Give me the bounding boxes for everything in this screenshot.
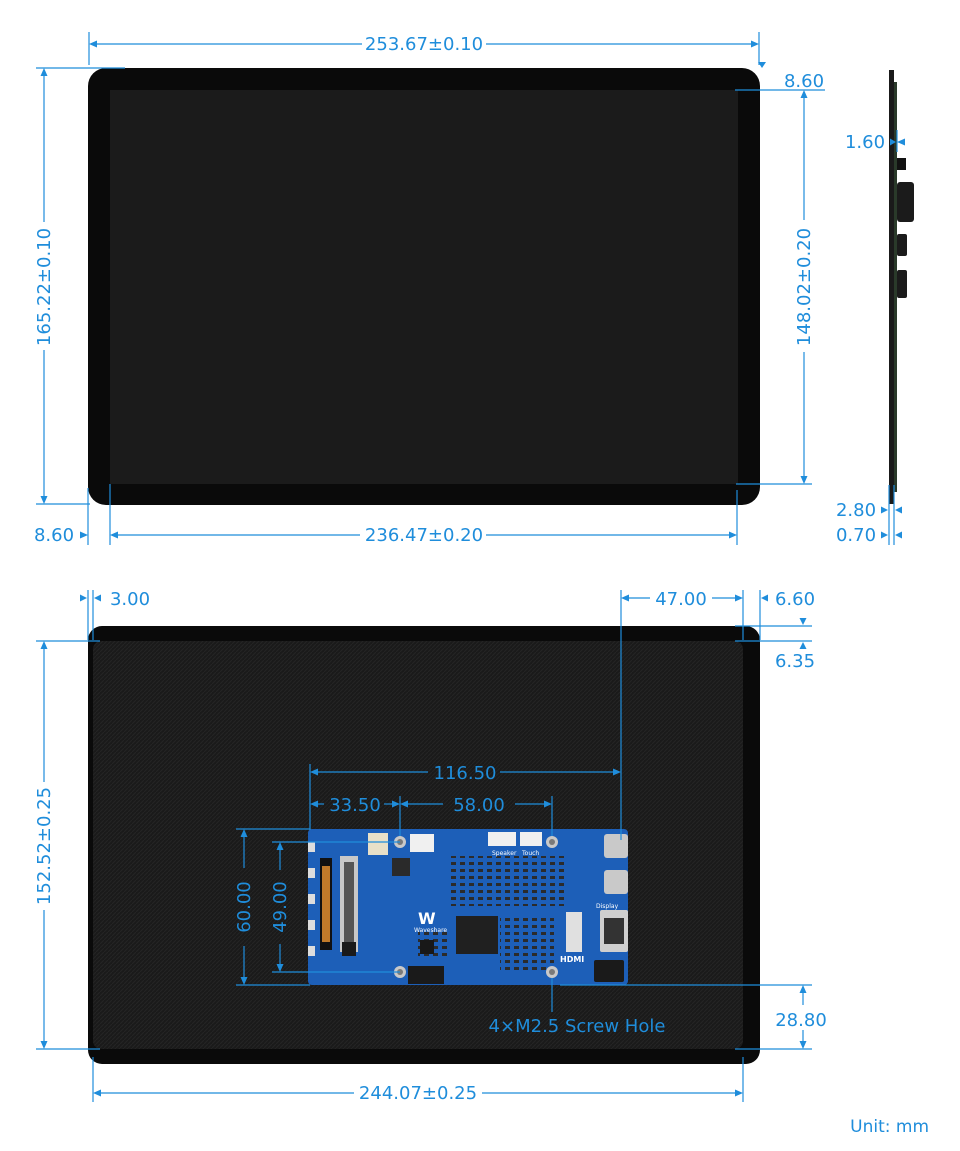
silk-display: Display [596, 903, 619, 910]
dim-back-connector-span: 116.50 [309, 763, 621, 830]
dim-back-port-to-edge: 47.00 [620, 589, 744, 840]
side-connector-usb-2 [897, 270, 907, 298]
fpc-lower [342, 942, 356, 956]
dim-back-hole-spacing: 33.50 58.00 [310, 795, 553, 836]
small-chip [420, 940, 434, 954]
dim-front-active-height: 148.02±0.20 [736, 90, 815, 485]
front-top-bezel-label: 8.60 [784, 71, 824, 92]
front-active-height-label: 148.02±0.20 [794, 228, 815, 346]
back-view: Speaker Touch Display HDMI W Waveshare 3… [34, 589, 827, 1104]
side-button-1 [308, 842, 315, 852]
silk-touch: Touch [521, 850, 539, 857]
dim-back-board-height: 60.00 49.00 [234, 828, 400, 986]
inductor [392, 858, 410, 876]
silk-brand: Waveshare [414, 927, 447, 934]
back-hole-spacing-large-label: 58.00 [453, 795, 505, 816]
back-board-height-inner-label: 49.00 [270, 881, 291, 933]
side-connector-usb-1 [897, 234, 907, 256]
side-button-4 [308, 920, 315, 930]
dim-side-bottom: 2.80 0.70 [836, 485, 902, 546]
dim-back-left-offset: 3.00 [80, 589, 150, 640]
top-component [368, 833, 388, 855]
side-button-2 [308, 868, 315, 878]
front-overall-height-label: 165.22±0.10 [34, 228, 55, 346]
silk-hdmi: HDMI [560, 955, 584, 964]
top-connector-small [410, 834, 434, 852]
back-port-to-edge-label: 47.00 [655, 589, 707, 610]
side-panel [889, 70, 894, 504]
brand-logo: W [418, 909, 436, 928]
dim-back-right-offset: 6.60 [759, 589, 815, 640]
dim-back-height: 152.52±0.25 [34, 640, 100, 1050]
dim-front-overall-width: 253.67±0.10 [88, 32, 760, 65]
side-button-3 [308, 894, 315, 904]
dim-front-left-bezel: 8.60 [34, 484, 111, 546]
back-top-offset-label: 6.35 [775, 651, 815, 672]
front-left-bezel-label: 8.60 [34, 525, 74, 546]
unit-label: Unit: mm [850, 1117, 929, 1137]
fpc-connector-3 [322, 866, 330, 942]
side-glass-offset-label: 0.70 [836, 525, 876, 546]
dim-side-pcb-thickness: 1.60 [845, 130, 905, 153]
display-fpc [566, 912, 582, 952]
dim-front-active-width: 236.47±0.20 [110, 490, 738, 546]
front-active-width-label: 236.47±0.20 [365, 525, 483, 546]
pin-header [408, 966, 444, 984]
dim-front-overall-height: 165.22±0.10 [34, 67, 125, 505]
component-field-2 [500, 918, 554, 974]
dim-back-width: 244.07±0.25 [92, 1057, 744, 1104]
driver-board: Speaker Touch Display HDMI W Waveshare [308, 829, 628, 985]
usb-port-2 [604, 870, 628, 894]
usb-port-1 [604, 834, 628, 858]
side-bottom-offset-label: 2.80 [836, 500, 876, 521]
back-right-offset-label: 6.60 [775, 589, 815, 610]
dim-back-top-offset: 6.35 [735, 618, 815, 672]
screw-hole-note: 4×M2.5 Screw Hole [489, 1016, 666, 1037]
side-pcb-thickness-label: 1.60 [845, 132, 885, 153]
back-height-label: 152.52±0.25 [34, 787, 55, 905]
back-hole-to-bottom-label: 28.80 [775, 1010, 827, 1031]
speaker-connector [488, 832, 516, 846]
touch-connector [520, 832, 542, 846]
audio-jack [594, 960, 624, 982]
back-hole-spacing-small-label: 33.50 [329, 795, 381, 816]
back-board-height-outer-label: 60.00 [234, 881, 255, 933]
side-button-5 [308, 946, 315, 956]
front-screen [110, 90, 738, 484]
back-left-offset-label: 3.00 [110, 589, 150, 610]
side-pcb [894, 82, 897, 492]
dim-front-top-bezel: 8.60 [735, 62, 825, 92]
silk-speaker: Speaker [492, 850, 517, 857]
hdmi-port-inner [604, 918, 624, 944]
side-connector-top [897, 158, 906, 170]
main-chip [456, 916, 498, 954]
dim-back-hole-to-bottom: 28.80 [560, 984, 827, 1050]
side-connector-hdmi [897, 182, 914, 222]
fpc-connector-2-inner [344, 862, 354, 946]
back-connector-span-label: 116.50 [434, 763, 497, 784]
side-view: 1.60 2.80 0.70 [836, 70, 914, 546]
back-width-label: 244.07±0.25 [359, 1083, 477, 1104]
front-overall-width-label: 253.67±0.10 [365, 34, 483, 55]
screw-hole-callout: 4×M2.5 Screw Hole [489, 978, 666, 1037]
component-field-1 [448, 856, 568, 906]
front-view: 253.67±0.10 165.22±0.10 8.60 148.02±0.20 [34, 32, 825, 546]
